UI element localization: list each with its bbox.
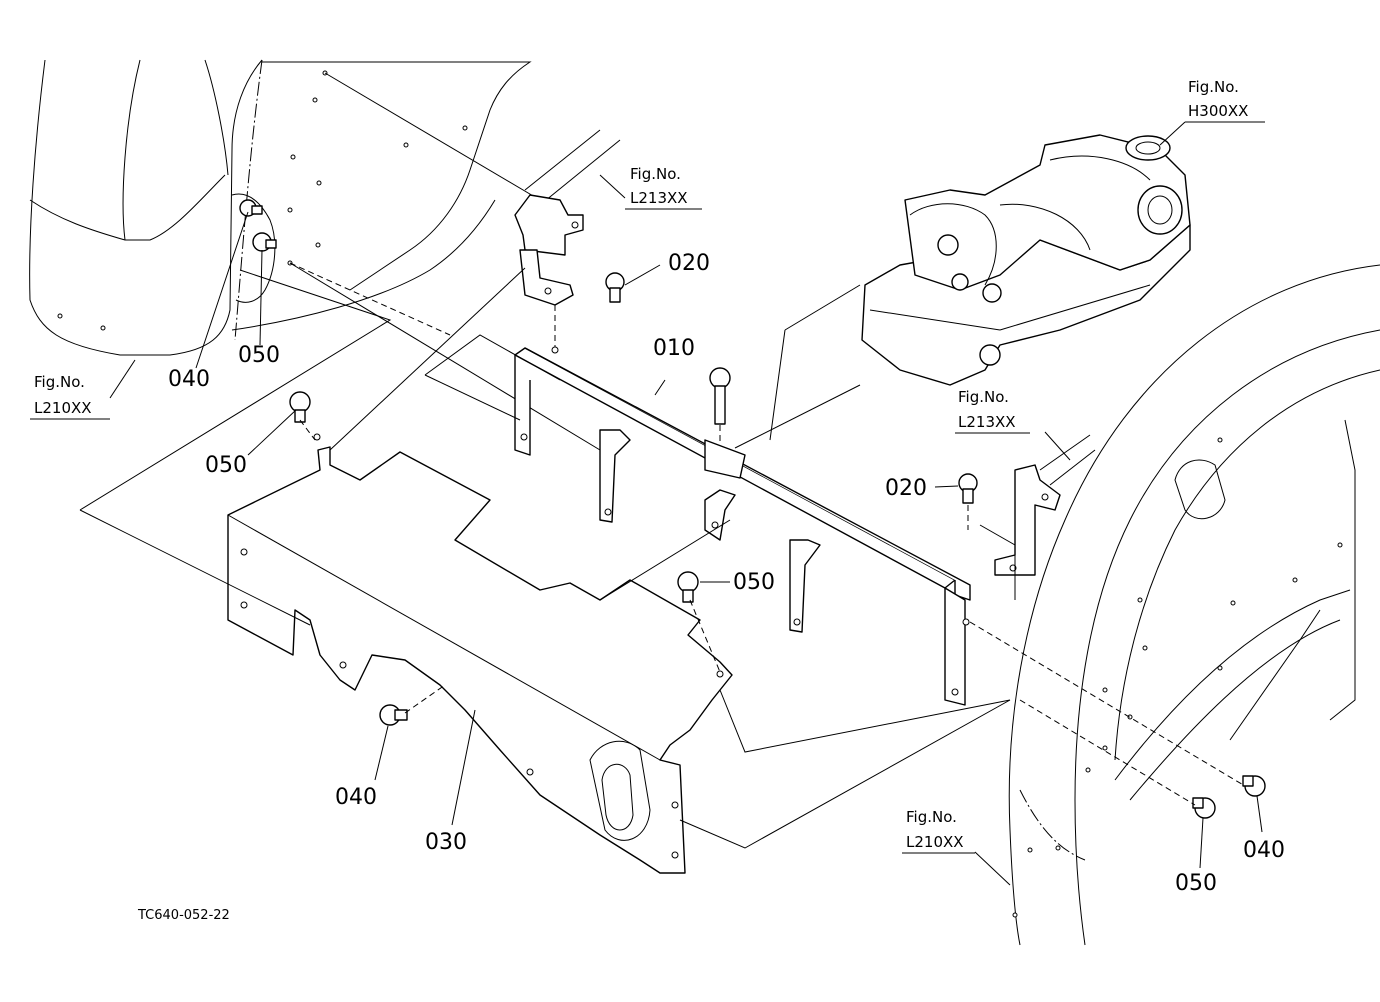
callout-050-center: 050 <box>733 570 775 595</box>
callout-040-right: 040 <box>1243 838 1285 863</box>
bolt-040-left-top <box>239 199 263 217</box>
callout-050-left-mid: 050 <box>205 453 247 478</box>
fig-label-l210-right: Fig.No. <box>906 808 957 826</box>
callout-040-left: 040 <box>168 367 210 392</box>
bolt-center-beam <box>709 367 731 445</box>
bolt-020-top <box>605 272 625 303</box>
figure-ref-l213-top: Fig.No. L213XX <box>625 165 702 210</box>
upper-bracket-left <box>514 129 621 350</box>
bolt-050-center <box>677 571 721 673</box>
bolt-020-right <box>958 473 978 530</box>
figure-ref-l213-right: Fig.No. L213XX <box>955 388 1030 434</box>
upper-bracket-right <box>994 434 1096 576</box>
hydraulic-lift-unit <box>861 134 1191 386</box>
callout-030: 030 <box>425 830 467 855</box>
fig-ref-l210xx-left: L210XX <box>34 399 92 417</box>
fig-ref-l213xx-top: L213XX <box>630 189 688 207</box>
center-deck-plate <box>231 61 601 451</box>
fig-ref-l210xx-right: L210XX <box>906 833 964 851</box>
bolt-050-left-mid <box>289 391 316 441</box>
left-fender <box>29 59 276 356</box>
leader-lines <box>109 121 1263 886</box>
bolt-050-right <box>1192 797 1216 819</box>
fig-label-h300: Fig.No. <box>1188 78 1239 96</box>
cover-plate-030 <box>227 433 733 874</box>
figure-ref-l210-right: Fig.No. L210XX <box>902 808 975 854</box>
bolt-040-right <box>1242 775 1266 797</box>
callout-020-right: 020 <box>885 476 927 501</box>
drawing-code: TC640-052-22 <box>137 908 230 923</box>
callout-010: 010 <box>653 336 695 361</box>
right-fender <box>1008 264 1380 946</box>
bolt-050-left-top <box>252 232 277 252</box>
callout-050-right: 050 <box>1175 871 1217 896</box>
fig-ref-h300xx: H300XX <box>1188 102 1248 120</box>
bolt-040-bottom <box>379 684 446 726</box>
figure-ref-h300: Fig.No. H300XX <box>1185 78 1265 123</box>
callout-040-bottom: 040 <box>335 785 377 810</box>
callout-020-top: 020 <box>668 251 710 276</box>
callout-050-left-top: 050 <box>238 343 280 368</box>
fig-label-l213-top: Fig.No. <box>630 165 681 183</box>
figure-ref-l210-left: Fig.No. L210XX <box>30 373 110 420</box>
fig-label-l213-right: Fig.No. <box>958 388 1009 406</box>
fig-label-l210-left: Fig.No. <box>34 373 85 391</box>
support-beam-010 <box>514 346 971 706</box>
fig-ref-l213xx-right: L213XX <box>958 413 1016 431</box>
assembly-lines <box>79 262 1246 849</box>
